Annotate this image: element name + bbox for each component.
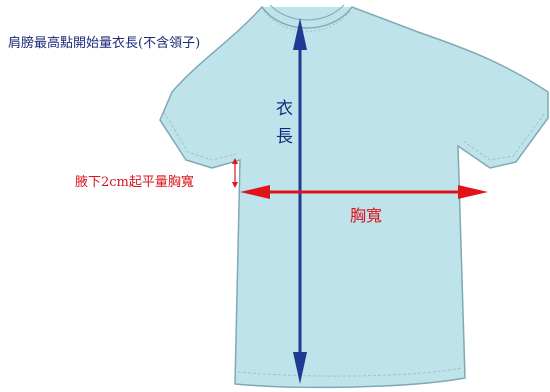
chest-arrow-right-head (458, 185, 488, 199)
collar-inner (269, 4, 345, 21)
chest-arrow (240, 185, 488, 199)
length-arrow-top-head (293, 18, 307, 50)
shoulder-instruction-text: 肩膀最高點開始量衣長(不含領子) (8, 35, 200, 51)
bottom-hem (237, 367, 463, 377)
tshirt-body (159, 5, 549, 389)
right-sleeve-hem (461, 113, 545, 161)
chest-arrow-left-head (240, 185, 270, 199)
length-label-char-1: 衣 (276, 99, 293, 119)
collar-band (263, 10, 351, 32)
length-arrow-bottom-head (293, 352, 307, 384)
collar-outer (261, 6, 353, 29)
chest-width-label: 胸寬 (350, 206, 382, 225)
length-arrow (293, 18, 307, 384)
tshirt-shape (159, 4, 549, 389)
armpit-instruction-text: 腋下2cm起平量胸寬 (75, 174, 194, 190)
armpit-offset-arrow (232, 158, 238, 188)
length-label-char-2: 長 (276, 127, 293, 147)
